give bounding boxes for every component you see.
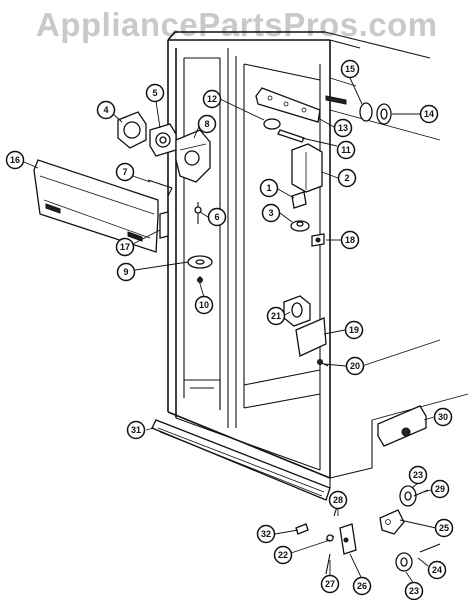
heater-parts	[283, 295, 329, 367]
callout-23a: 23	[408, 465, 428, 485]
callout-32: 32	[256, 524, 276, 544]
callout-10: 10	[194, 295, 214, 315]
callout-22: 22	[273, 545, 293, 565]
callout-label: 28	[333, 495, 343, 505]
callout-3: 3	[261, 203, 281, 223]
callout-13: 13	[333, 118, 353, 138]
callout-label: 7	[122, 167, 127, 177]
callout-label: 8	[204, 119, 209, 129]
small-hardware-parts	[295, 485, 441, 575]
callout-label: 31	[131, 425, 141, 435]
callout-5: 5	[145, 83, 165, 103]
callout-label: 6	[214, 212, 219, 222]
callout-label: 22	[278, 550, 288, 560]
switch-parts	[290, 191, 325, 247]
callout-label: 14	[424, 109, 434, 119]
callout-20: 20	[345, 356, 365, 376]
callout-15: 15	[340, 59, 360, 79]
callout-19: 19	[344, 320, 364, 340]
callout-label: 21	[271, 311, 281, 321]
callout-7: 7	[115, 162, 135, 182]
callout-2: 2	[337, 168, 357, 188]
callout-24: 24	[427, 560, 447, 580]
callout-label: 27	[325, 579, 335, 589]
callout-label: 12	[207, 94, 217, 104]
callout-25: 25	[434, 518, 454, 538]
hinge-part	[377, 405, 427, 447]
callout-label: 20	[350, 361, 360, 371]
callout-28: 28	[328, 490, 348, 510]
callout-label: 25	[439, 523, 449, 533]
callout-label: 23	[409, 586, 419, 596]
callout-label: 15	[345, 64, 355, 74]
callout-label: 17	[120, 242, 130, 252]
callout-16: 16	[5, 150, 25, 170]
callout-label: 26	[357, 581, 367, 591]
callout-label: 29	[435, 484, 445, 494]
kickplate-part	[151, 419, 331, 501]
callout-label: 18	[345, 235, 355, 245]
callout-9: 9	[116, 262, 136, 282]
callout-label: 5	[152, 88, 157, 98]
switch-box-part	[291, 143, 323, 193]
callout-18: 18	[340, 230, 360, 250]
motor-housing-part	[175, 129, 211, 183]
callout-14: 14	[419, 104, 439, 124]
callout-label: 16	[10, 155, 20, 165]
callout-label: 13	[338, 123, 348, 133]
callout-12: 12	[202, 89, 222, 109]
callout-21: 21	[266, 306, 286, 326]
callout-11: 11	[336, 140, 356, 160]
callout-label: 1	[266, 183, 271, 193]
callout-label: 32	[261, 529, 271, 539]
callout-1: 1	[259, 178, 279, 198]
callout-label: 24	[432, 565, 442, 575]
callout-23b: 23	[404, 581, 424, 600]
callout-label: 4	[103, 105, 108, 115]
callout-label: 19	[349, 325, 359, 335]
callout-29: 29	[430, 479, 450, 499]
callout-31: 31	[126, 420, 146, 440]
callout-17: 17	[115, 237, 135, 257]
callout-label: 3	[268, 208, 273, 218]
callout-label: 30	[438, 412, 448, 422]
bracket-parts	[255, 87, 321, 143]
callout-label: 2	[344, 173, 349, 183]
chute-door-part	[33, 159, 169, 253]
callout-4: 4	[96, 100, 116, 120]
callout-label: 23	[413, 470, 423, 480]
callout-label: 10	[199, 300, 209, 310]
callout-6: 6	[207, 207, 227, 227]
callout-label: 9	[123, 267, 128, 277]
watermark: AppliancePartsPros.com	[36, 6, 438, 43]
callout-8: 8	[197, 114, 217, 134]
leader-lines	[23, 77, 437, 585]
callout-label: 11	[341, 145, 351, 155]
cabinet-outline	[167, 31, 469, 488]
damper-parts	[325, 95, 392, 125]
callout-26: 26	[352, 576, 372, 596]
rod-part	[147, 179, 173, 197]
callout-30: 30	[433, 407, 453, 427]
callout-27: 27	[320, 574, 340, 594]
